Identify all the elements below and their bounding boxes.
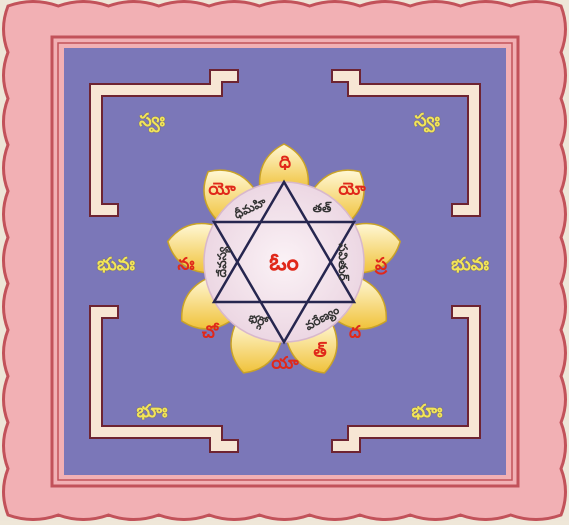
petal-syllable: యో xyxy=(338,182,365,199)
petal-syllable: ధి xyxy=(279,155,291,172)
petal-syllable: త్ xyxy=(313,344,326,361)
inner-word: దేవస్య xyxy=(216,247,228,278)
label-bhuh-bottom-left: భూః xyxy=(136,403,167,421)
petal-syllable: ద xyxy=(349,325,361,342)
label-svah-top-right: స్వః xyxy=(414,112,440,130)
inner-word: సవితుర్ xyxy=(337,243,349,281)
petal-syllable: యో xyxy=(208,182,235,199)
petal-syllable: యా xyxy=(271,356,298,373)
label-bhuh-bottom-right: భూః xyxy=(411,403,442,421)
petal-syllable: నః xyxy=(178,257,195,274)
label-bhuvah-right: భువః xyxy=(451,256,489,274)
center-om: ఓం xyxy=(269,250,299,274)
inner-word: తత్ xyxy=(313,202,332,214)
petal-syllable: ప్ర xyxy=(375,257,387,274)
label-bhuvah-left: భువః xyxy=(97,256,135,274)
petal-syllable: చో xyxy=(202,325,218,342)
label-svah-top-left: స్వః xyxy=(139,112,165,130)
